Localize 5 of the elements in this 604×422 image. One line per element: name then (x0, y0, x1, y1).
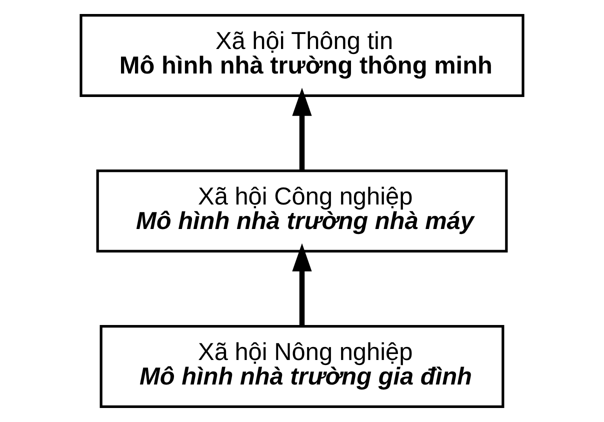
arrow (292, 243, 312, 326)
node-box: Xã hội Thông tin Mô hình nhà trường thông minh (80, 14, 524, 97)
node-box: Xã hội Nông nghiệp Mô hình nhà trường gia đình (100, 325, 504, 408)
arrow (292, 88, 312, 170)
node-box: Xã hội Công nghiệp Mô hình nhà trường nhà máy (96, 170, 508, 252)
